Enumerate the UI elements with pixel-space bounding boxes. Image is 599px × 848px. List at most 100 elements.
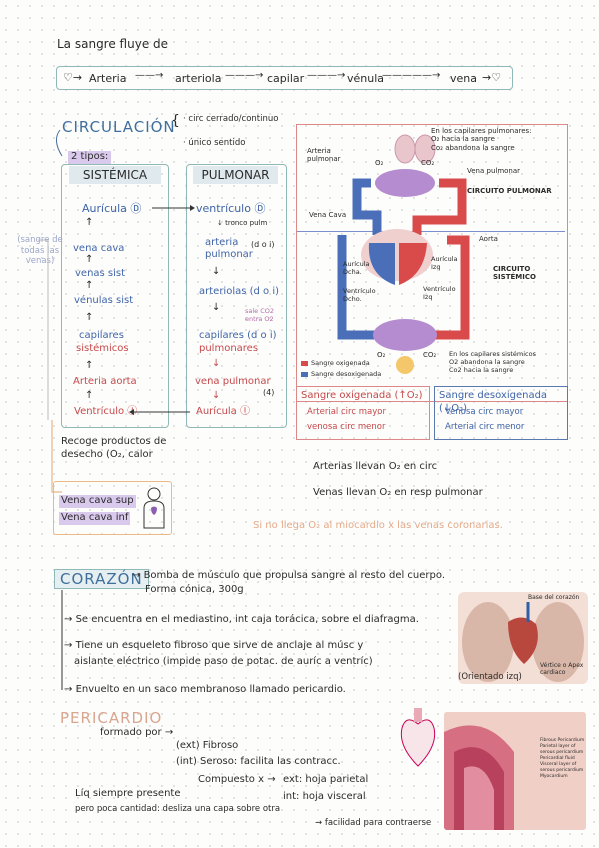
heart-right-side bbox=[368, 243, 395, 285]
hoja-visceral: int: hoja visceral bbox=[283, 791, 366, 802]
systemic-panel bbox=[297, 231, 565, 400]
pulmonar-title: PULMONAR bbox=[193, 166, 278, 184]
pulmonar-box bbox=[186, 164, 287, 428]
arrow-icon: —————→ bbox=[382, 70, 441, 81]
label-ventriculo-dcho: Ventrículo Dcho. bbox=[343, 287, 376, 303]
orientado-note: (Orientado izq) bbox=[458, 672, 522, 682]
arrow-up-icon: ↑ bbox=[85, 217, 94, 228]
pulm-doi: (d o i) bbox=[251, 240, 275, 249]
layers-svg bbox=[444, 712, 586, 830]
sist-capilares: capilares bbox=[79, 330, 124, 341]
apex-label: Vértice o Apex cardiaco bbox=[540, 662, 584, 676]
arrow-icon: ——→ bbox=[135, 70, 164, 81]
vena-cava-sup: Vena cava sup bbox=[59, 495, 136, 508]
circulation-svg bbox=[301, 134, 470, 377]
tipos-label: 2 tipos: bbox=[68, 151, 112, 164]
circ-prop-2: · único sentido bbox=[183, 138, 246, 148]
chest-svg bbox=[462, 602, 584, 682]
heart-icon: ♡→ bbox=[63, 71, 83, 84]
label-arteria-pulmonar: Arteria pulmonar bbox=[307, 147, 341, 163]
flow-vena: vena bbox=[450, 72, 477, 85]
pulm-ventriculo: ventrículo Ⓓ bbox=[196, 202, 266, 215]
label-circuito-sistemico: CIRCUITO SISTÉMICO bbox=[493, 265, 536, 281]
pulm-tronco: ↓ tronco pulm bbox=[217, 219, 268, 227]
corazon-bullet-2: → Tiene un esqueleto fibroso que sirve d… bbox=[64, 640, 364, 651]
vessel-deoxy bbox=[337, 235, 377, 340]
arrow-down-icon: ↓ bbox=[212, 266, 221, 277]
desoxigenada-title: Sangre desoxigenada (↓O₂) bbox=[439, 390, 548, 414]
sist-ventriculo: Ventrículo Ⓘ bbox=[74, 406, 138, 417]
label-co2-top: CO₂ bbox=[421, 159, 435, 167]
corazon-bullet-3: aislante eléctrico (impide paso de potac… bbox=[74, 656, 373, 667]
label-o2-top: O₂ bbox=[375, 159, 384, 167]
flow-capilar: capilar bbox=[267, 72, 305, 85]
flow-venula: vénula bbox=[347, 72, 385, 85]
arrow-icon: ———→ bbox=[307, 70, 346, 81]
arrow-up-icon: ↑ bbox=[85, 254, 94, 265]
sist-venulas: vénulas sist bbox=[74, 295, 134, 306]
label-auricula-izq: Aurícula Izq bbox=[431, 255, 458, 271]
vessel-oxy bbox=[435, 235, 470, 340]
label-co2-bottom: CO₂ bbox=[423, 351, 437, 359]
vena-cava-inf: Vena cava inf bbox=[59, 512, 131, 525]
oxigenada-title: Sangre oxigenada (↑O₂) bbox=[301, 390, 423, 401]
pulm-4: (4) bbox=[263, 388, 275, 397]
facilidad-note: → facilidad para contraerse bbox=[315, 818, 432, 828]
pericardium-layers-image: Fibrous Pericardium Parietal layer of se… bbox=[444, 712, 586, 830]
pulm-arteriolas: arteriolas (d o i) bbox=[199, 286, 280, 297]
pulm-pulmonar: pulmonar bbox=[205, 249, 253, 260]
label-vena-pulmonar: Vena pulmonar bbox=[467, 167, 521, 175]
miocardio-note: Si no llega O₂ al miocardio x las venas … bbox=[253, 520, 503, 531]
label-circuito-pulmonar: CIRCUITO PULMONAR bbox=[467, 187, 552, 195]
arrow-down-icon: ↓ bbox=[212, 390, 221, 401]
venas-note: Venas llevan O₂ en resp pulmonar bbox=[313, 487, 483, 498]
heart-icon: →♡ bbox=[482, 71, 502, 84]
pulm-auricula: Aurícula Ⓘ bbox=[196, 406, 250, 417]
compuesto: Compuesto x → bbox=[198, 774, 276, 785]
hoja-parietal: ext: hoja parietal bbox=[283, 774, 369, 785]
flow-box: ♡→ Arteria ——→ arteriola ———→ capilar ——… bbox=[56, 66, 513, 90]
legend-deoxy-swatch bbox=[301, 372, 308, 377]
desoxigenada-line-2: Arterial circ menor bbox=[445, 422, 525, 432]
oxigenada-line-1: Arterial circ mayor bbox=[307, 407, 386, 417]
systemic-capillaries bbox=[373, 319, 437, 351]
desoxigenada-line-1: Venosa circ mayor bbox=[445, 407, 524, 417]
arrow-up-icon: ↑ bbox=[85, 360, 94, 371]
corazon-bullet-4: → Envuelto en un saco membranoso llamado… bbox=[64, 684, 346, 695]
pulmonary-capillaries bbox=[375, 169, 435, 197]
label-vena-cava: Vena Cava bbox=[309, 211, 347, 219]
sist-aorta: Arteria aorta bbox=[73, 376, 137, 387]
seroso: (int) Seroso: facilita las contracc. bbox=[176, 756, 341, 767]
pulm-vena: vena pulmonar bbox=[195, 376, 271, 387]
sistemica-box bbox=[61, 164, 169, 428]
flow-arteria: Arteria bbox=[89, 72, 127, 85]
heart-sketch bbox=[398, 706, 438, 768]
circulacion-title: CIRCULACIÓN bbox=[62, 118, 176, 136]
circulation-diagram: En los capilares pulmonares:O₂ hacia la … bbox=[296, 124, 568, 402]
brace-icon: { bbox=[171, 113, 180, 129]
corazon-forma: Forma cónica, 300g bbox=[145, 584, 244, 595]
arrow-down-icon: ↓ bbox=[212, 358, 221, 369]
vessel-oxy bbox=[412, 178, 467, 235]
flow-arteriola: arteriola bbox=[175, 72, 222, 85]
legend-oxy-swatch bbox=[301, 361, 308, 366]
pulm-capilares: capilares (d o i) bbox=[199, 330, 277, 341]
sist-sistemicos: sistémicos bbox=[76, 343, 129, 354]
corazon-bullet-1: → Se encuentra en el mediastino, int caj… bbox=[64, 614, 419, 625]
heart-left-side bbox=[399, 243, 427, 285]
sangre-desoxigenada-box: Sangre desoxigenada (↓O₂) Venosa circ ma… bbox=[434, 386, 568, 440]
arrow-down-icon: ↓ bbox=[212, 302, 221, 313]
arterias-note: Arterias llevan O₂ en circ bbox=[313, 461, 438, 472]
heart-sketch-svg bbox=[400, 708, 436, 767]
legend-deoxy: Sangre desoxigenada bbox=[311, 370, 382, 378]
label-aorta: Aorta bbox=[479, 235, 498, 243]
sist-vena-cava: vena cava bbox=[73, 243, 125, 254]
arrow-up-icon: ↑ bbox=[85, 312, 94, 323]
sist-venas: venas sist bbox=[75, 268, 126, 279]
sistemica-title: SISTÉMICA bbox=[69, 166, 161, 184]
body-icon bbox=[143, 487, 165, 529]
sangre-oxigenada-box: Sangre oxigenada (↑O₂) Arterial circ may… bbox=[296, 386, 430, 440]
diagram-top-note: En los capilares pulmonares:O₂ hacia la … bbox=[431, 127, 532, 152]
corazon-title: CORAZÓN bbox=[54, 569, 149, 589]
